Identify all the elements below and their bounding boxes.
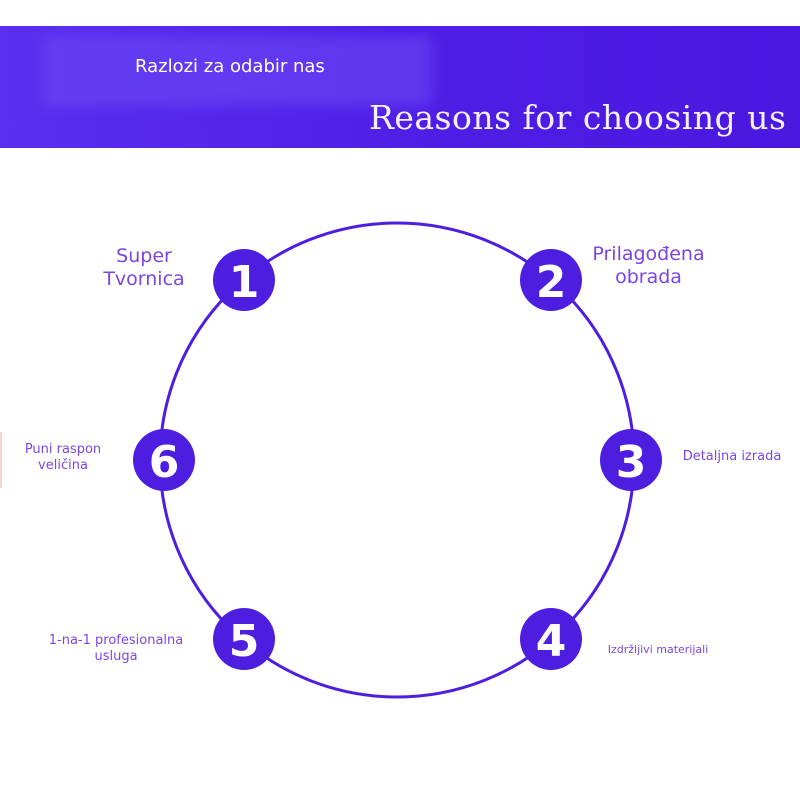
step-4-number: 4 bbox=[536, 616, 567, 667]
step-6-badge: 6 bbox=[133, 429, 195, 491]
step-6-label-line-2: veličina bbox=[38, 457, 88, 473]
step-2-label-line-2: obrada bbox=[615, 265, 682, 288]
step-1-label-line-1: Super bbox=[116, 245, 172, 267]
step-2-badge: 2 bbox=[520, 249, 582, 311]
step-3-badge: 3 bbox=[600, 429, 662, 491]
step-1-badge: 1 bbox=[213, 249, 275, 311]
left-edge-accent bbox=[0, 432, 2, 488]
step-1-number: 1 bbox=[229, 257, 260, 308]
header-banner: Razlozi za odabir nas Reasons for choosi… bbox=[0, 26, 800, 148]
step-6-label: Puni raspon veličina bbox=[12, 442, 114, 473]
step-2-label-line-1: Prilagođena bbox=[592, 243, 705, 265]
step-4-label: Izdržljivi materijali bbox=[600, 643, 716, 656]
step-4-badge: 4 bbox=[520, 608, 582, 670]
step-1-label-line-2: Tvornica bbox=[103, 267, 185, 290]
step-5-label-line-1: 1-na-1 profesionalna bbox=[48, 633, 184, 648]
step-3-number: 3 bbox=[616, 437, 647, 488]
step-5-number: 5 bbox=[229, 616, 260, 667]
header-title: Reasons for choosing us bbox=[369, 98, 787, 137]
step-5-badge: 5 bbox=[213, 608, 275, 670]
step-3-label-line-1: Detaljna izrada bbox=[682, 449, 782, 464]
header-subtitle: Razlozi za odabir nas bbox=[135, 56, 325, 77]
step-6-number: 6 bbox=[149, 437, 180, 488]
step-6-label-line-1: Puni raspon bbox=[24, 442, 102, 457]
step-5-label: 1-na-1 profesionalna usluga bbox=[38, 633, 194, 664]
step-1-label: Super Tvornica bbox=[94, 245, 194, 291]
step-2-label: Prilagođena obrada bbox=[576, 243, 721, 289]
step-2-number: 2 bbox=[536, 257, 567, 308]
step-3-label: Detaljna izrada bbox=[676, 449, 788, 465]
banner-highlight bbox=[42, 36, 432, 106]
step-4-label-line-1: Izdržljivi materijali bbox=[607, 643, 709, 656]
step-5-label-line-2: usluga bbox=[94, 648, 138, 664]
